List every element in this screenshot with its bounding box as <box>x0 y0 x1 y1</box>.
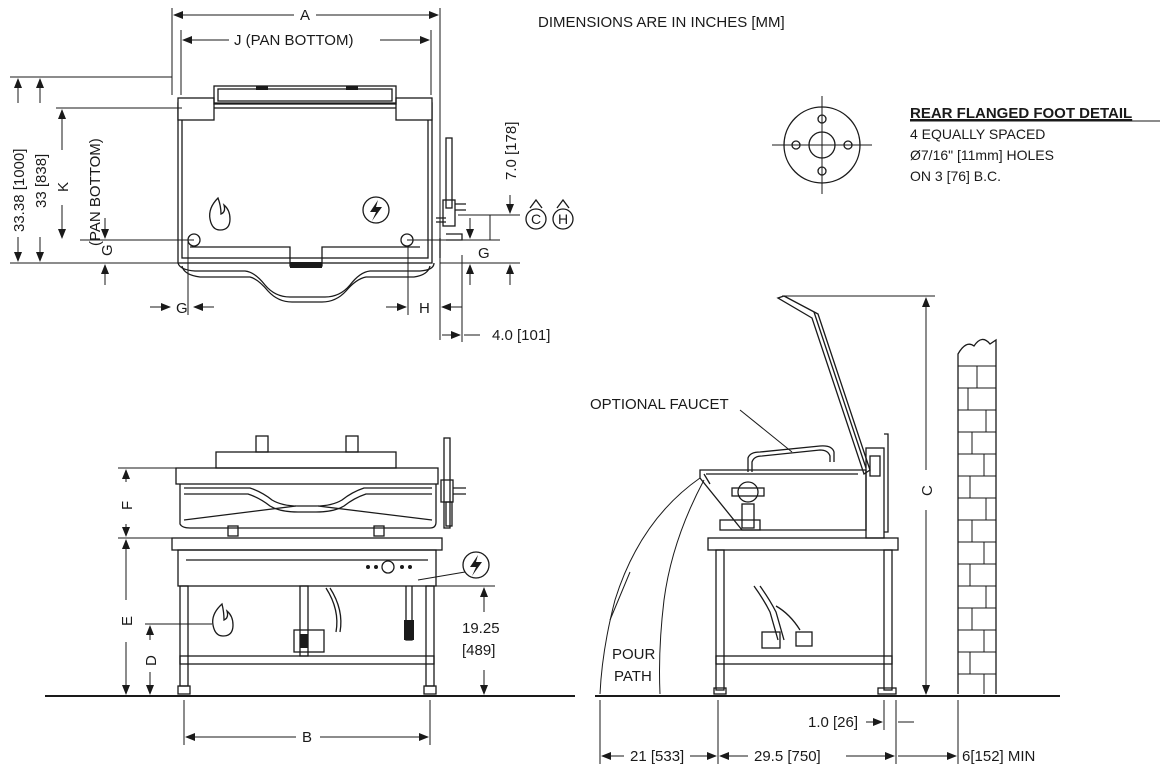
dim-21: 21 [533] <box>630 748 684 765</box>
dim-1: 1.0 [26] <box>808 714 858 731</box>
side-view <box>595 295 1060 764</box>
gas-flame-icon-front <box>212 602 234 637</box>
rear-foot-detail <box>772 96 872 194</box>
dim-height-33: 33 [838] <box>33 154 50 208</box>
dim-f: F <box>119 501 136 510</box>
detail-line-2: Ø7/16" [11mm] HOLES <box>910 147 1054 163</box>
dim-g-right: G <box>478 245 490 262</box>
brick-wall <box>957 338 997 694</box>
symbol-h: H <box>558 211 568 227</box>
dim-j: J (PAN BOTTOM) <box>234 32 353 49</box>
dim-29: 29.5 [750] <box>754 748 821 765</box>
symbol-c: C <box>531 211 541 227</box>
dim-6: 6[152] MIN <box>962 748 1035 765</box>
detail-title: REAR FLANGED FOOT DETAIL <box>910 105 1132 122</box>
electric-icon <box>362 196 390 224</box>
dim-c: C <box>919 485 936 496</box>
dim-k-sub: (PAN BOTTOM) <box>87 138 104 246</box>
detail-line-1: 4 EQUALLY SPACED <box>910 126 1045 142</box>
dim-h: H <box>419 300 430 317</box>
optional-faucet-label: OPTIONAL FAUCET <box>590 396 729 413</box>
dim-4: 4.0 [101] <box>492 327 550 344</box>
dim-g-bottom: G <box>176 300 188 317</box>
electric-icon-front <box>462 551 490 579</box>
dim-19-a: 19.25 <box>462 620 500 637</box>
dim-k: K <box>55 182 72 192</box>
dim-e: E <box>119 616 136 626</box>
dim-a: A <box>300 7 310 24</box>
dim-g-left: G <box>99 244 116 256</box>
pour-path-1: POUR <box>612 646 656 663</box>
dim-b: B <box>302 729 312 746</box>
gas-flame-icon <box>209 196 231 231</box>
pour-path-2: PATH <box>614 668 652 685</box>
dim-7: 7.0 [178] <box>503 122 520 180</box>
dim-overall-height: 33.38 [1000] <box>11 149 28 232</box>
dim-d: D <box>143 655 160 666</box>
dim-19-b: [489] <box>462 642 495 659</box>
dimensions-note: DIMENSIONS ARE IN INCHES [MM] <box>538 14 785 31</box>
front-view <box>45 435 575 745</box>
detail-line-3: ON 3 [76] B.C. <box>910 168 1001 184</box>
top-view <box>10 8 574 342</box>
